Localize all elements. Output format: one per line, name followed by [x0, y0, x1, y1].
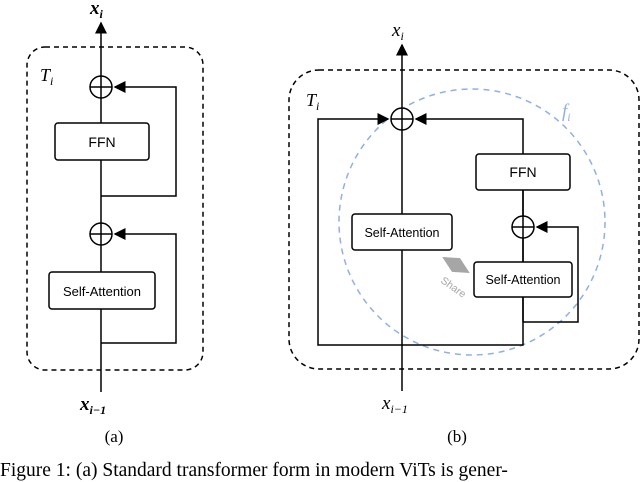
share-label: Share	[438, 275, 468, 301]
output-label: xi	[391, 20, 404, 43]
residual-bottom	[101, 228, 177, 344]
block-label: Ti	[306, 90, 319, 113]
self-attention-left-label: Self-Attention	[364, 226, 439, 240]
ffn-label: FFN	[88, 134, 115, 150]
caption-b: (b)	[447, 427, 467, 446]
self-attention-label: Self-Attention	[63, 284, 141, 299]
caption-a: (a)	[105, 427, 124, 446]
ffn-box	[54, 122, 150, 161]
block-boundary	[288, 69, 640, 370]
input-label: xi−1	[79, 394, 106, 417]
block-label: Ti	[40, 65, 53, 88]
self-attention-right-box	[473, 261, 573, 298]
right-inner-residual	[523, 221, 579, 323]
share-arrow	[442, 256, 470, 274]
left-residual-path	[317, 113, 402, 346]
function-circle	[338, 88, 606, 356]
block-boundary	[26, 46, 204, 371]
self-attention-right-label: Self-Attention	[485, 273, 560, 287]
self-attention-left-box	[351, 213, 453, 251]
figure-caption: Figure 1: (a) Standard transformer form …	[0, 460, 508, 481]
function-label: fi	[562, 101, 571, 124]
panel-a: Ti xi FFN Self-Attention xi−1 (a)	[26, 0, 204, 446]
ffn-box	[475, 153, 571, 191]
self-attention-box	[48, 271, 156, 310]
input-label: xi−1	[381, 393, 408, 416]
output-label: xi	[89, 0, 104, 21]
panel-b: fi Ti xi Self-Attention FFN	[288, 20, 640, 446]
residual-top	[101, 81, 177, 197]
ffn-label: FFN	[509, 164, 536, 180]
